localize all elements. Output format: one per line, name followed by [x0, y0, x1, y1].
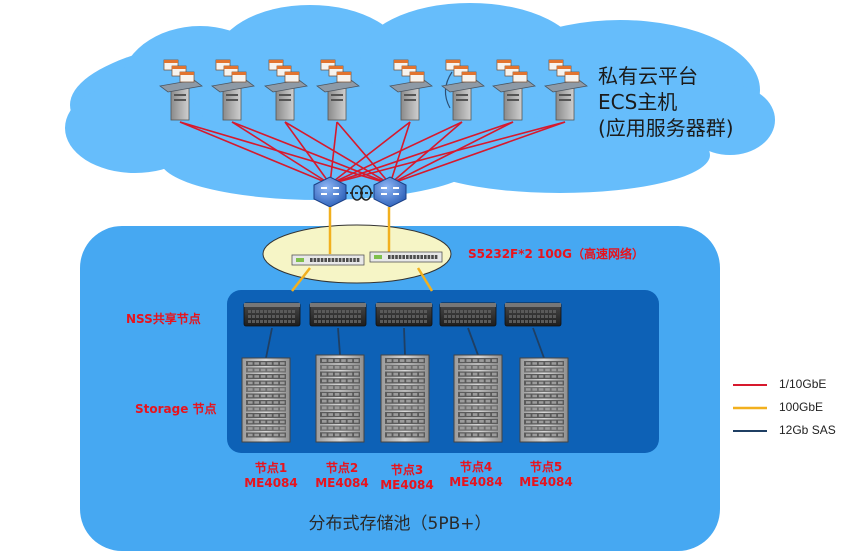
ecs-server-icon	[316, 59, 360, 121]
node-label-3: 节点3 ME4084	[372, 463, 442, 493]
storage-rack-icon	[315, 354, 365, 443]
node-label-1: 节点1 ME4084	[236, 461, 306, 491]
node-label-2: 节点2 ME4084	[307, 461, 377, 491]
node-name: 节点5	[529, 460, 563, 474]
ecs-server-icon	[159, 59, 203, 121]
legend-label: 1/10GbE	[779, 377, 827, 391]
pool-title: 分布式存储池（5PB+）	[308, 514, 492, 534]
storage-rack-icon	[453, 354, 503, 443]
storage-rack-icon	[380, 354, 430, 443]
cloud-title-line-1: 私有云平台	[598, 64, 698, 88]
router-icon	[373, 176, 407, 208]
nss-server-icon	[375, 302, 433, 327]
storage-label: Storage 节点	[135, 402, 217, 416]
sas-link	[532, 327, 545, 359]
cloud-title: 私有云平台 ECS主机 (应用服务器群)	[598, 63, 734, 141]
node-label-4: 节点4 ME4084	[441, 460, 511, 490]
sas-link	[265, 327, 273, 359]
legend-label: 12Gb SAS	[779, 423, 836, 437]
ecs-server-icon	[492, 59, 536, 121]
node-name: 节点2	[325, 461, 359, 475]
ecs-server-icon	[264, 59, 308, 121]
nss-label: NSS共享节点	[126, 312, 201, 326]
nss-server-icon	[243, 302, 301, 327]
100g-links	[291, 207, 434, 292]
node-model: ME4084	[315, 476, 369, 490]
ecs-server-icon	[441, 59, 485, 121]
node-label-5: 节点5 ME4084	[511, 460, 581, 490]
sas-link	[403, 327, 406, 356]
storage-hardware	[241, 302, 569, 443]
ecs-server-icon	[389, 59, 433, 121]
cloud-title-line-3: (应用服务器群)	[598, 116, 734, 140]
cloud-outline-fragment	[444, 71, 453, 109]
ecs-server-group	[159, 59, 588, 121]
node-model: ME4084	[519, 475, 573, 489]
node-model: ME4084	[449, 475, 503, 489]
ecs-server-icon	[544, 59, 588, 121]
node-name: 节点4	[459, 460, 493, 474]
storage-rack-icon	[241, 357, 291, 443]
router-icon	[313, 176, 347, 208]
switch-device	[291, 254, 365, 266]
storage-rack-icon	[519, 357, 569, 443]
nss-server-icon	[439, 302, 497, 327]
legend-label: 100GbE	[779, 400, 824, 414]
node-model: ME4084	[380, 478, 434, 492]
node-name: 节点3	[390, 463, 424, 477]
sas-link	[467, 327, 479, 356]
core-routers	[313, 176, 407, 208]
switch-device	[369, 251, 443, 263]
legend	[733, 384, 767, 432]
lan-connections	[179, 121, 566, 185]
cloud-title-line-2: ECS主机	[598, 90, 678, 114]
ecs-server-icon	[211, 59, 255, 121]
node-name: 节点1	[254, 461, 288, 475]
nss-server-icon	[309, 302, 367, 327]
node-model: ME4084	[244, 476, 298, 490]
switch-label: S5232F*2 100G（高速网络）	[468, 247, 644, 261]
sas-link	[337, 327, 341, 356]
nss-server-icon	[504, 302, 562, 327]
